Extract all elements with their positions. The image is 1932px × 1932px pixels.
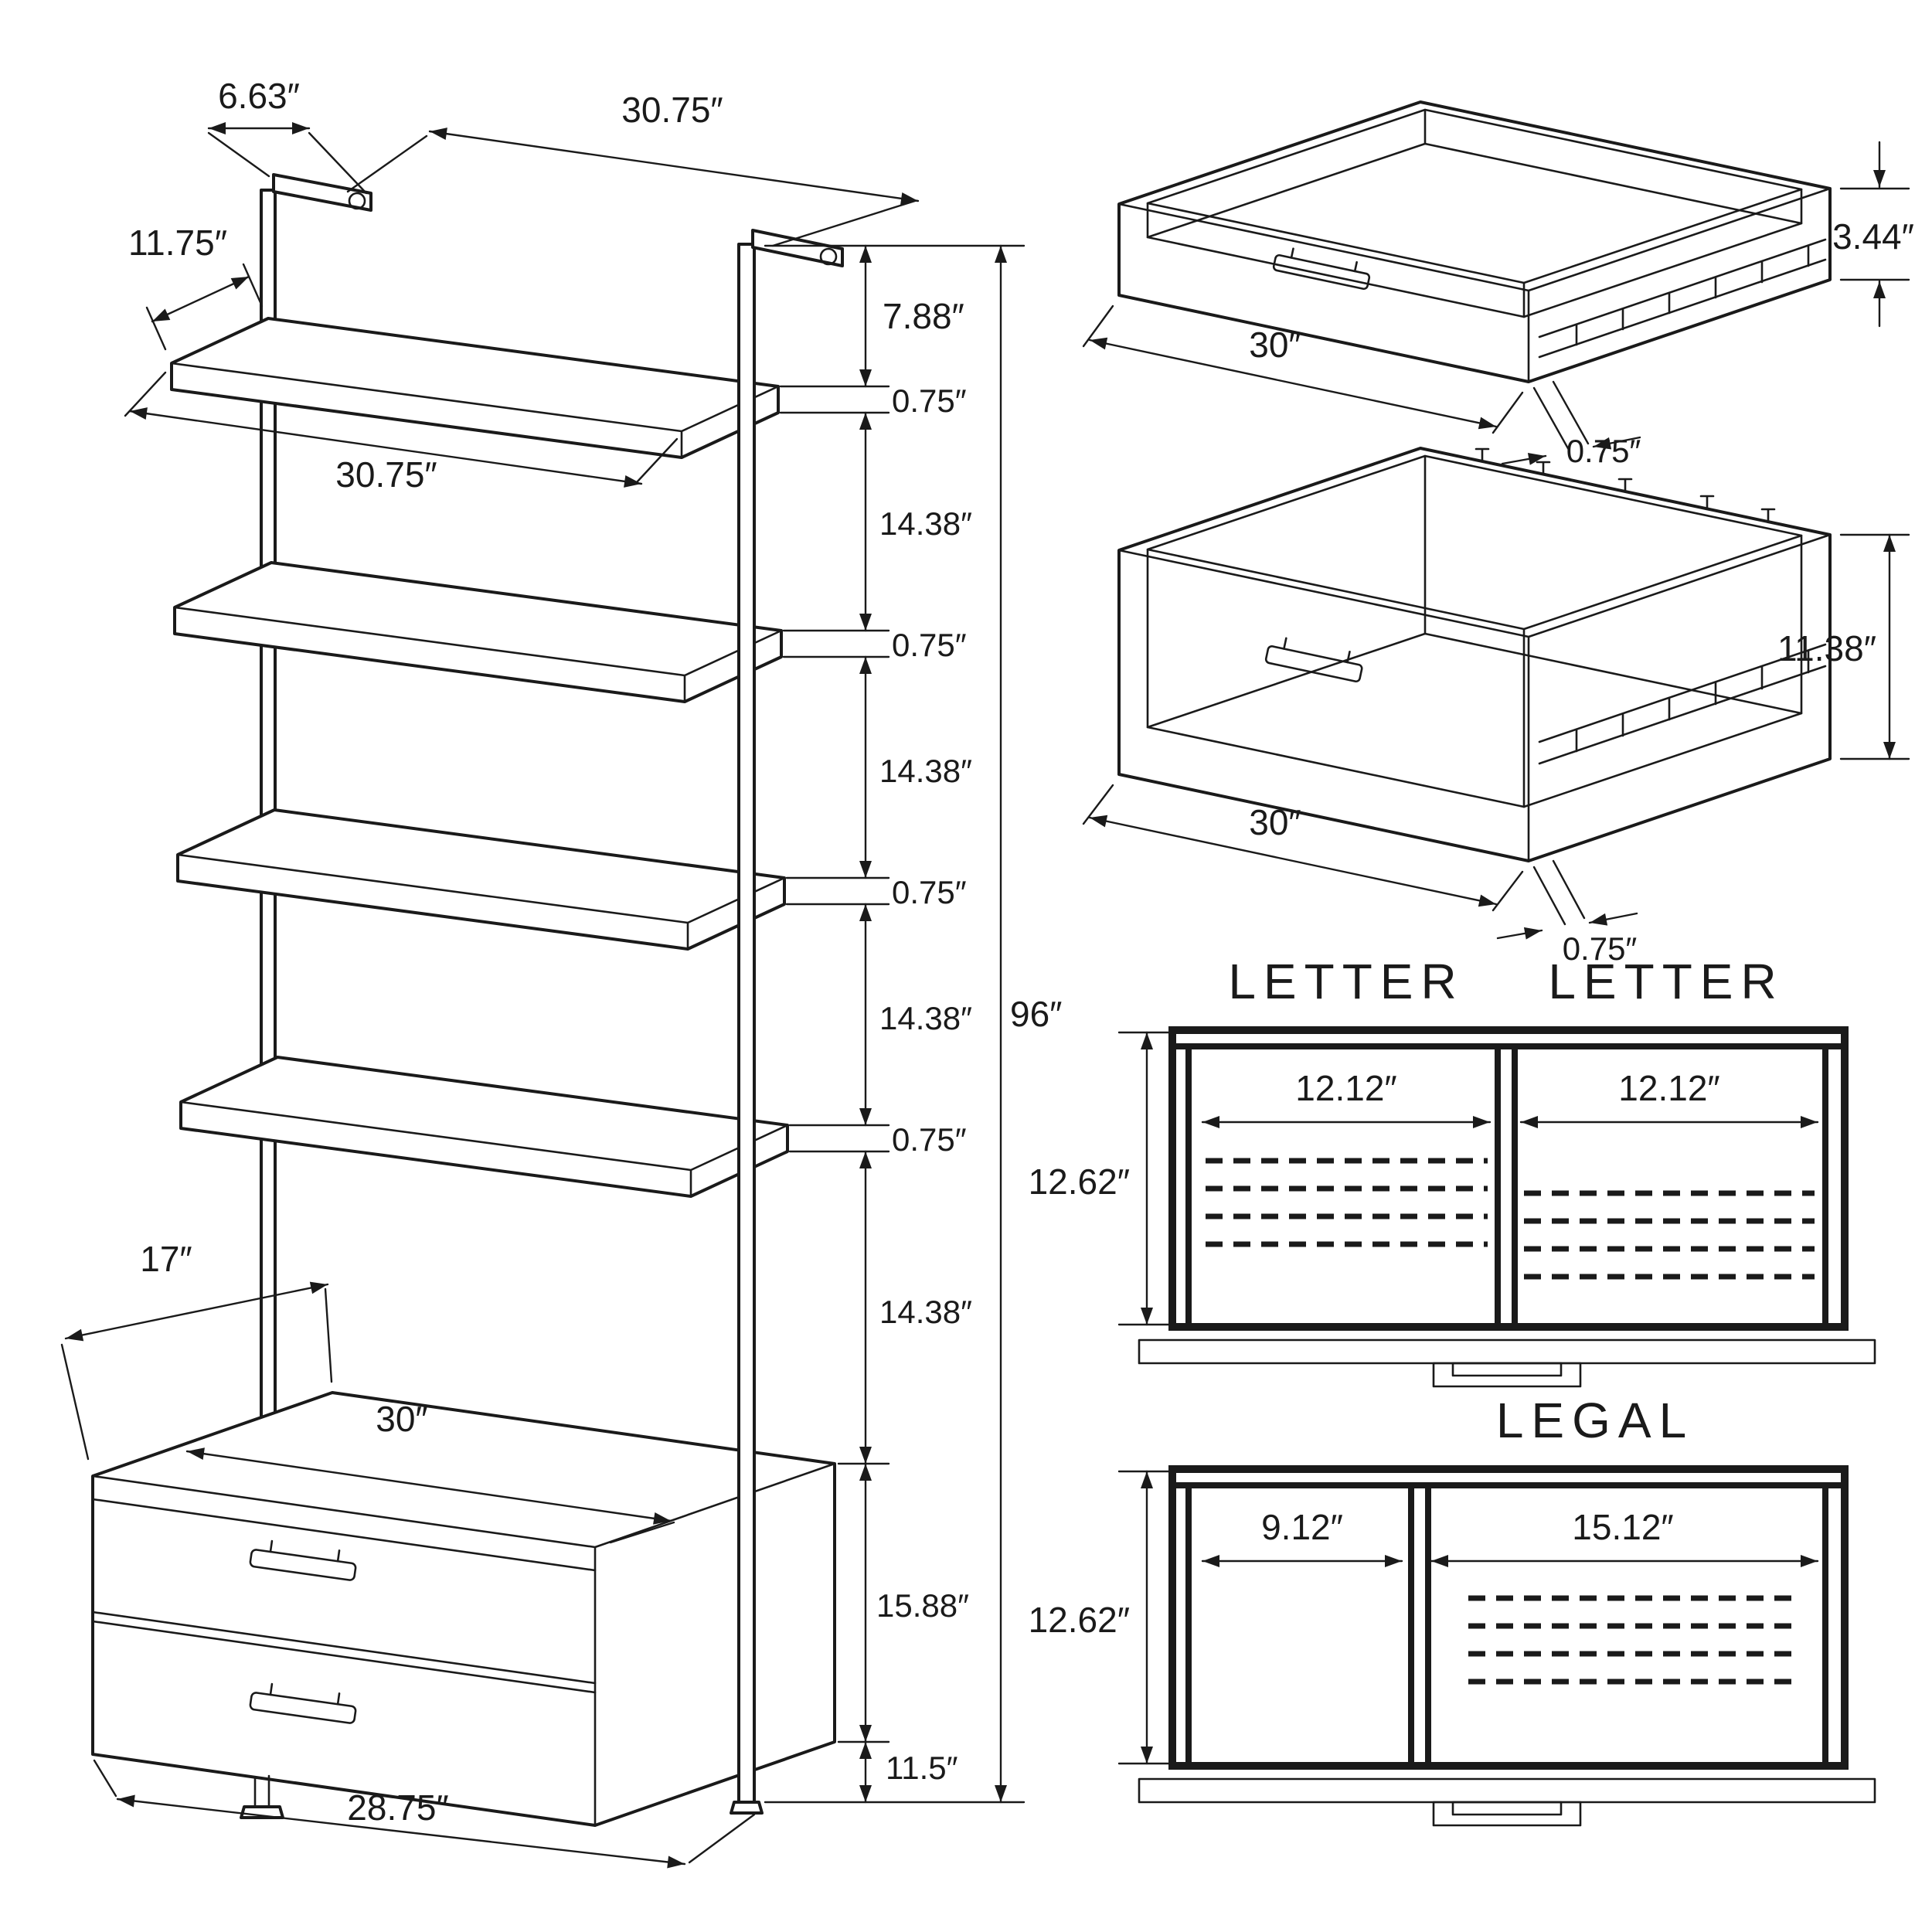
dim-small-drawer-thickness: 0.75″ [1566, 433, 1641, 469]
dim-bracket-depth: 6.63″ [218, 76, 300, 116]
drawer-box [91, 1391, 836, 1827]
hanging-files-right [1468, 1595, 1801, 1685]
dim-file-drawer-thickness-group: 0.75″ [1496, 859, 1638, 967]
dim-shelf-gap-1: 14.38″ [879, 505, 972, 542]
dim-letter-right-width-group: 12.12″ [1519, 1068, 1819, 1128]
drawer-handle [1264, 637, 1363, 683]
small-drawer-detail: 3.44″ 30″ 0.75″ [1082, 100, 1914, 469]
dim-shelf-width: 30.75″ [335, 454, 437, 495]
dim-small-drawer-height: 3.44″ [1832, 216, 1914, 257]
dim-shelf-gap-4: 14.38″ [879, 1294, 972, 1330]
back-panel-screws [1475, 447, 1776, 523]
dim-drawer-width-group: 30″ [185, 1399, 675, 1544]
legal-file-top-view: LEGAL 9.12″ 15.12″ [1029, 1393, 1876, 1827]
dim-letter-left-width: 12.12″ [1295, 1068, 1396, 1108]
dim-file-drawer-width-group: 30″ [1082, 784, 1524, 912]
file-drawer-detail: 11.38″ 30″ 0.75″ [1082, 447, 1910, 967]
letter-title-right: LETTER [1548, 954, 1784, 1009]
dim-small-drawer-height-group: 3.44″ [1832, 141, 1914, 328]
letter-title-left: LETTER [1228, 954, 1464, 1009]
dim-drawer-width: 30″ [376, 1399, 427, 1439]
dim-file-drawer-height-group: 11.38″ [1777, 533, 1910, 760]
legal-title: LEGAL [1496, 1393, 1694, 1448]
dim-drawer-depth: 17″ [140, 1239, 192, 1279]
dim-shelf-thickness-2: 0.75″ [892, 627, 967, 663]
wall-bracket-left [272, 173, 372, 212]
letter-file-top-view: LETTER LETTER 12.12″ 12.12″ [1029, 954, 1876, 1388]
dim-letter-right-width: 12.12″ [1618, 1068, 1719, 1108]
legal-drawer-frame [1138, 1465, 1876, 1827]
drawer-front [1138, 1777, 1876, 1804]
dim-shelf-gap-3: 14.38″ [879, 1000, 972, 1036]
dim-legal-left-width-group: 9.12″ [1201, 1507, 1403, 1567]
drawer-front [1138, 1338, 1876, 1365]
drawer-handle [249, 1539, 357, 1581]
dim-base-clearance: 11.5″ [886, 1750, 958, 1786]
dim-base-width-group: 28.75″ [93, 1759, 756, 1869]
dim-legal-right-width: 15.12″ [1572, 1507, 1673, 1547]
dim-small-drawer-width-group: 30″ [1082, 304, 1524, 434]
dim-top-width: 30.75″ [621, 90, 723, 130]
right-post [737, 243, 756, 1804]
dim-letter-depth-group: 12.62″ [1029, 1031, 1176, 1326]
dim-file-drawer-thickness: 0.75″ [1563, 930, 1638, 967]
dim-base-width: 28.75″ [347, 1787, 448, 1828]
hanging-files-right [1524, 1190, 1815, 1280]
dim-shelf-width-group: 30.75″ [124, 371, 679, 495]
dim-bracket-depth-group: 6.63″ [207, 76, 368, 195]
dim-drawer-depth-group: 17″ [60, 1239, 333, 1461]
right-dimension-chain: 7.88″ 0.75″ 14.38″ 0.75″ 14.38″ 0.75″ 14… [764, 244, 1026, 1804]
ladder-shelf-diagram: 6.63″ 30.75″ 11.75″ 30.75″ [60, 76, 1062, 1869]
slide-rail [1538, 643, 1827, 765]
drawer-handle [1272, 247, 1371, 291]
dim-overall-height: 96″ [1010, 994, 1062, 1034]
wall-bracket-right [751, 229, 844, 267]
dim-top-width-group: 30.75″ [346, 90, 920, 247]
letter-drawer-frame [1138, 1026, 1876, 1388]
dim-legal-right-width-group: 15.12″ [1430, 1507, 1819, 1567]
dim-file-drawer-height: 11.38″ [1777, 628, 1876, 668]
dim-drawer-unit-height: 15.88″ [876, 1587, 969, 1624]
right-post-foot [730, 1801, 764, 1815]
dim-letter-depth: 12.62″ [1029, 1162, 1130, 1202]
dim-shelf-depth: 11.75″ [128, 223, 227, 263]
dim-shelf-gap-2: 14.38″ [879, 753, 972, 789]
dim-letter-left-width-group: 12.12″ [1201, 1068, 1492, 1128]
dim-overall-height-group: 96″ [995, 244, 1062, 1804]
hanging-files-left [1206, 1158, 1488, 1247]
dim-shelf-depth-group: 11.75″ [128, 223, 264, 351]
dim-legal-left-width: 9.12″ [1261, 1507, 1343, 1547]
slide-rail [1538, 238, 1827, 359]
dim-legal-depth-group: 12.62″ [1029, 1470, 1176, 1765]
dim-small-drawer-thickness-group: 0.75″ [1501, 380, 1641, 469]
shelf-4 [179, 1056, 789, 1198]
drawer-handle [249, 1682, 357, 1724]
dim-shelf-thickness-4: 0.75″ [892, 1121, 967, 1158]
dim-small-drawer-width: 30″ [1249, 325, 1301, 365]
dim-shelf-thickness-1: 0.75″ [892, 383, 967, 419]
front-leg [240, 1774, 284, 1819]
dim-top-offset: 7.88″ [883, 296, 964, 336]
dim-file-drawer-width: 30″ [1249, 802, 1301, 842]
dim-shelf-thickness-3: 0.75″ [892, 874, 967, 910]
dim-legal-depth: 12.62″ [1029, 1600, 1130, 1640]
